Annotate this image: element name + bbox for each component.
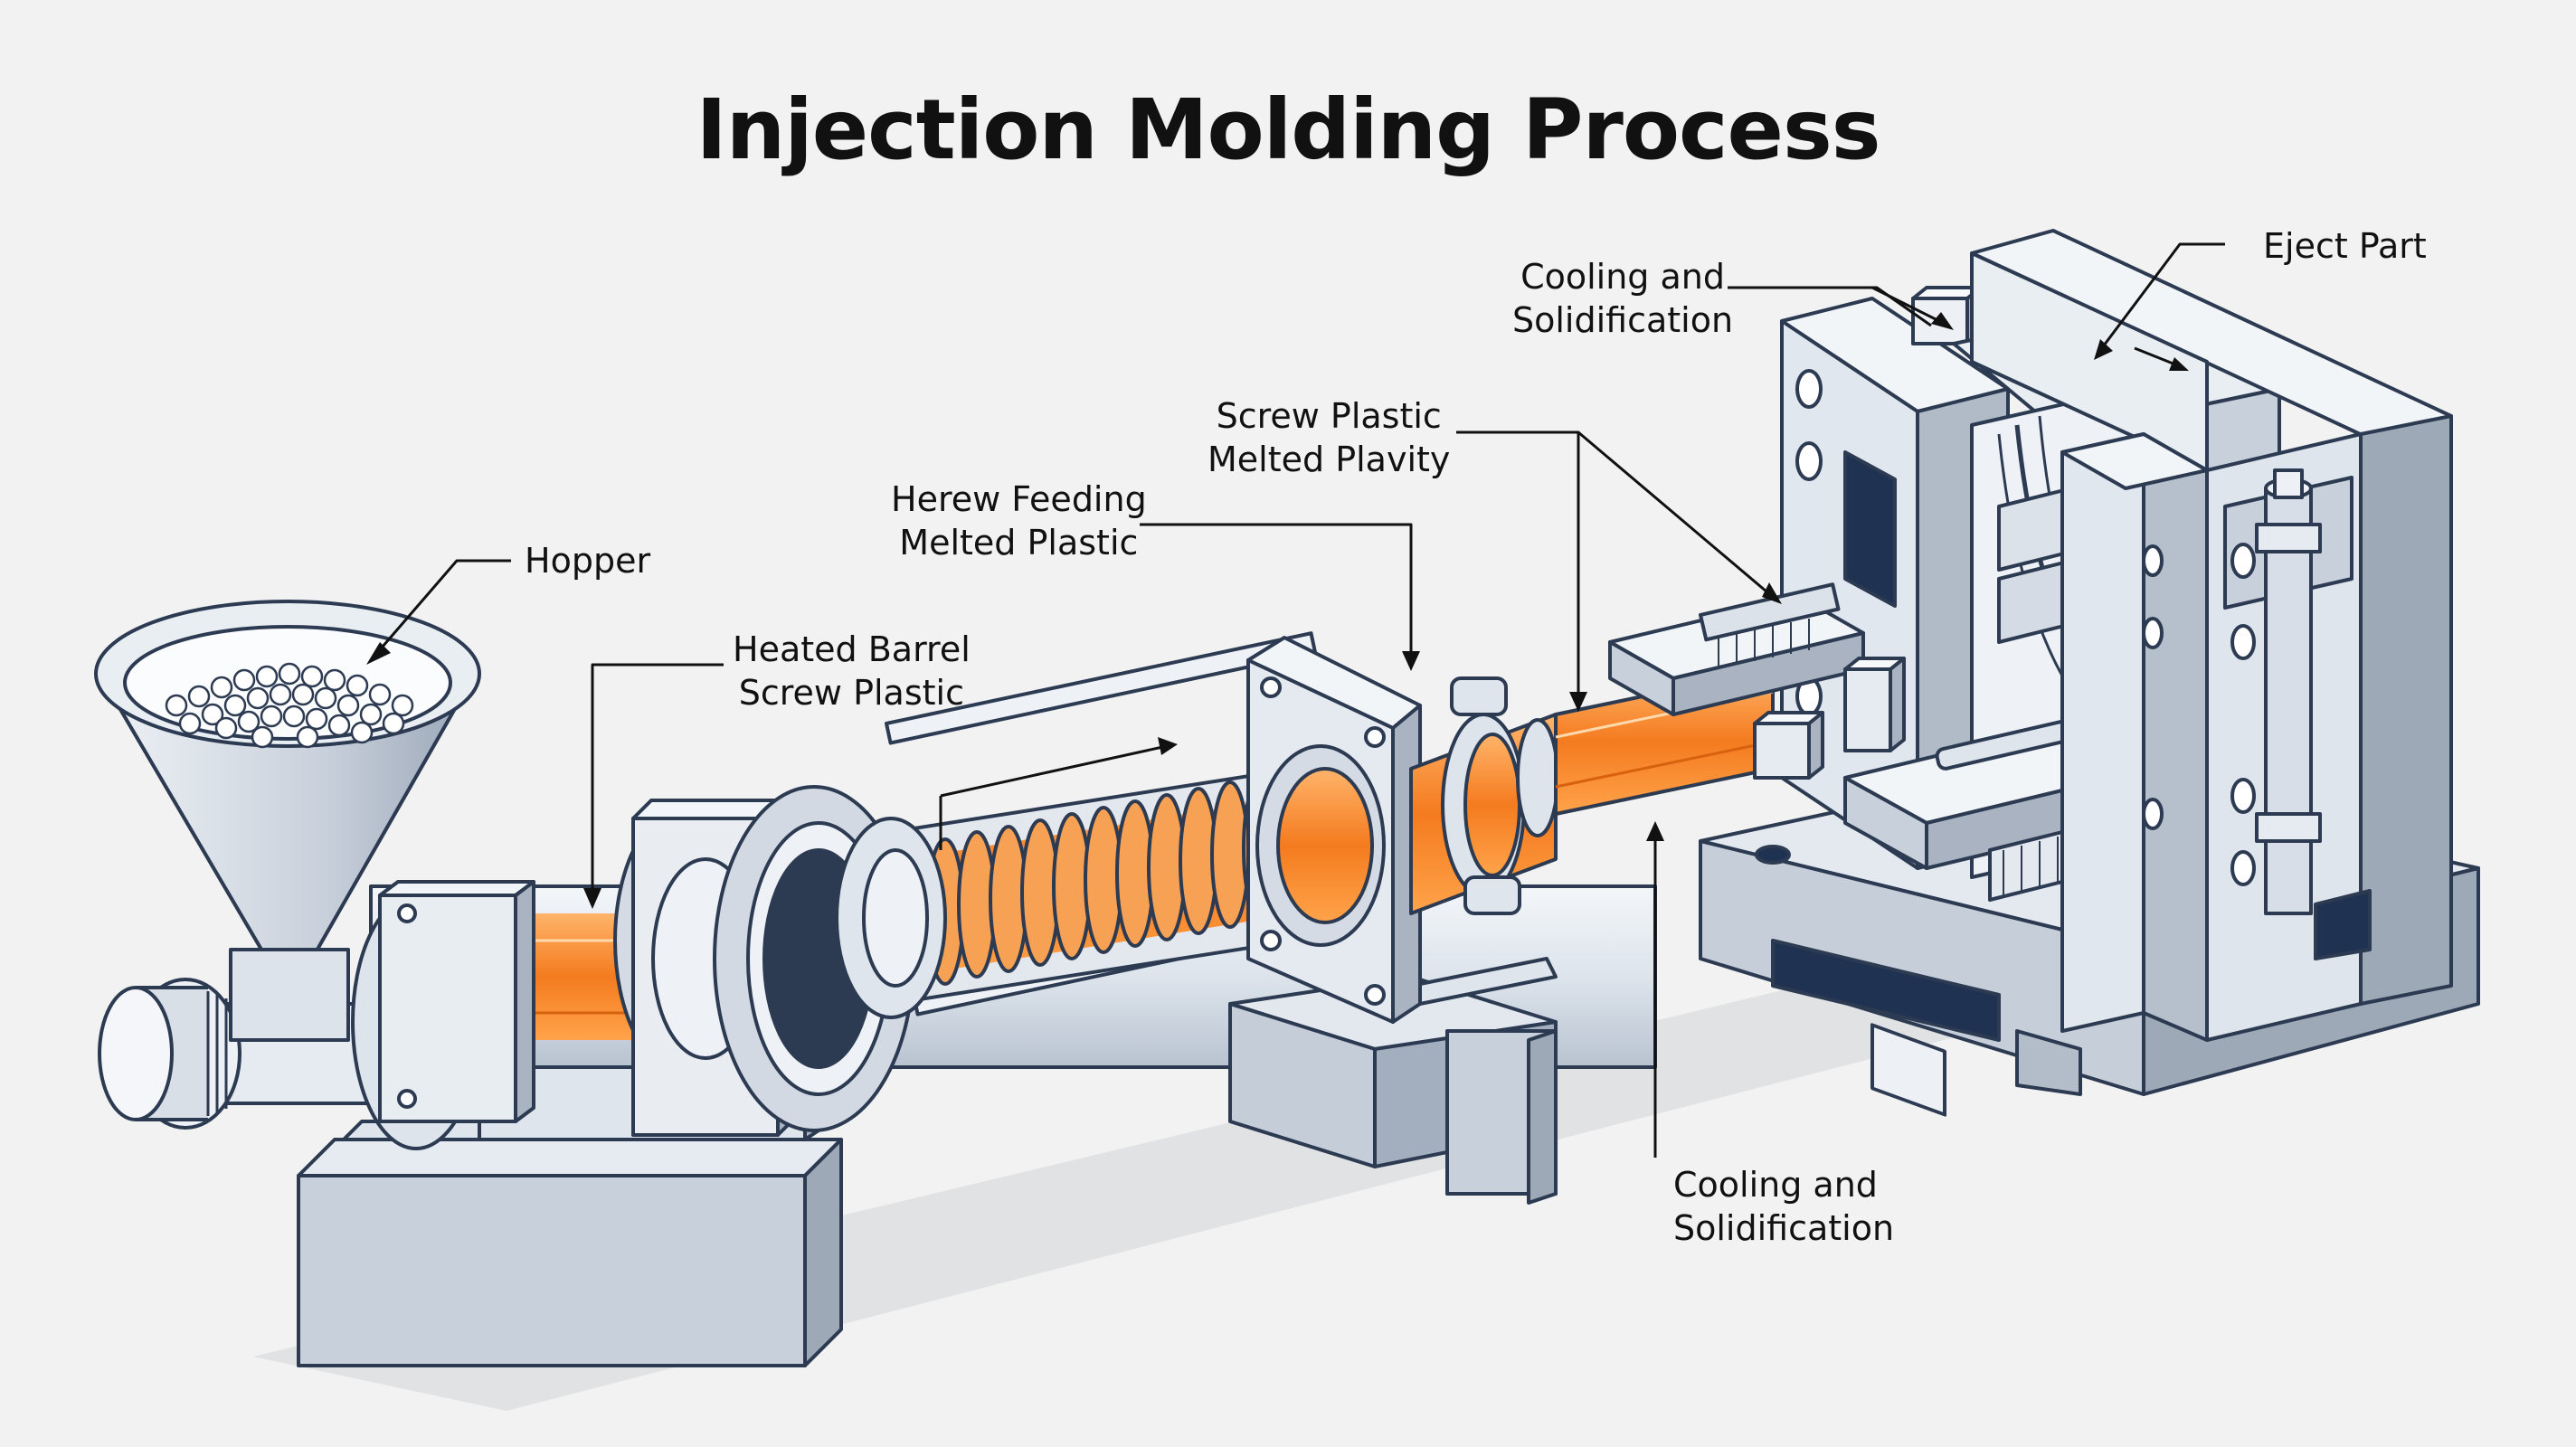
label-heated-barrel-line1: Heated Barrel [733,629,971,669]
label-hopper: Hopper [525,539,650,582]
leader-arrowheads [366,312,2189,909]
hopper-flange [351,880,535,1150]
mold-front-plate [2060,432,2209,1042]
label-screw-plastic-line2: Melted Plavity [1208,440,1451,479]
label-hopper-text: Hopper [525,541,651,581]
injection-flange-plate [1246,636,1422,1024]
label-screw-feeding-line1: Herew Feeding [891,479,1147,519]
label-cooling-bottom: Cooling and Solidification [1673,1163,1894,1250]
label-screw-plastic-line1: Screw Plastic [1216,396,1442,436]
runner-plate-upper [1608,582,1865,716]
diagram-title: Injection Molding Process [696,81,1881,178]
label-cooling-top: Cooling and Solidification [1512,255,1733,342]
label-screw-feeding: Herew Feeding Melted Plastic [891,478,1147,564]
label-heated-barrel-line2: Screw Plastic [738,673,964,713]
nozzle-rings [1409,676,1559,915]
mold-moving-platen [1970,229,2453,1042]
label-eject-part: Eject Part [2263,224,2427,268]
label-cooling-bottom-line1: Cooling and [1673,1165,1878,1205]
label-cooling-bottom-line2: Solidification [1673,1208,1895,1248]
label-eject-part-text: Eject Part [2263,226,2427,266]
screw-front-ring [835,817,947,1019]
label-heated-barrel: Heated Barrel Screw Plastic [733,628,971,714]
leader-lines [369,242,2225,1158]
label-cooling-top-line2: Solidification [1512,300,1734,340]
label-screw-plastic: Screw Plastic Melted Plavity [1208,394,1450,481]
label-cooling-top-line1: Cooling and [1520,257,1725,297]
plastic-pellets [165,662,414,749]
label-screw-feeding-line2: Melted Plastic [899,523,1139,563]
middle-support [1228,957,1558,1205]
sprue-blocks [1753,657,1906,780]
